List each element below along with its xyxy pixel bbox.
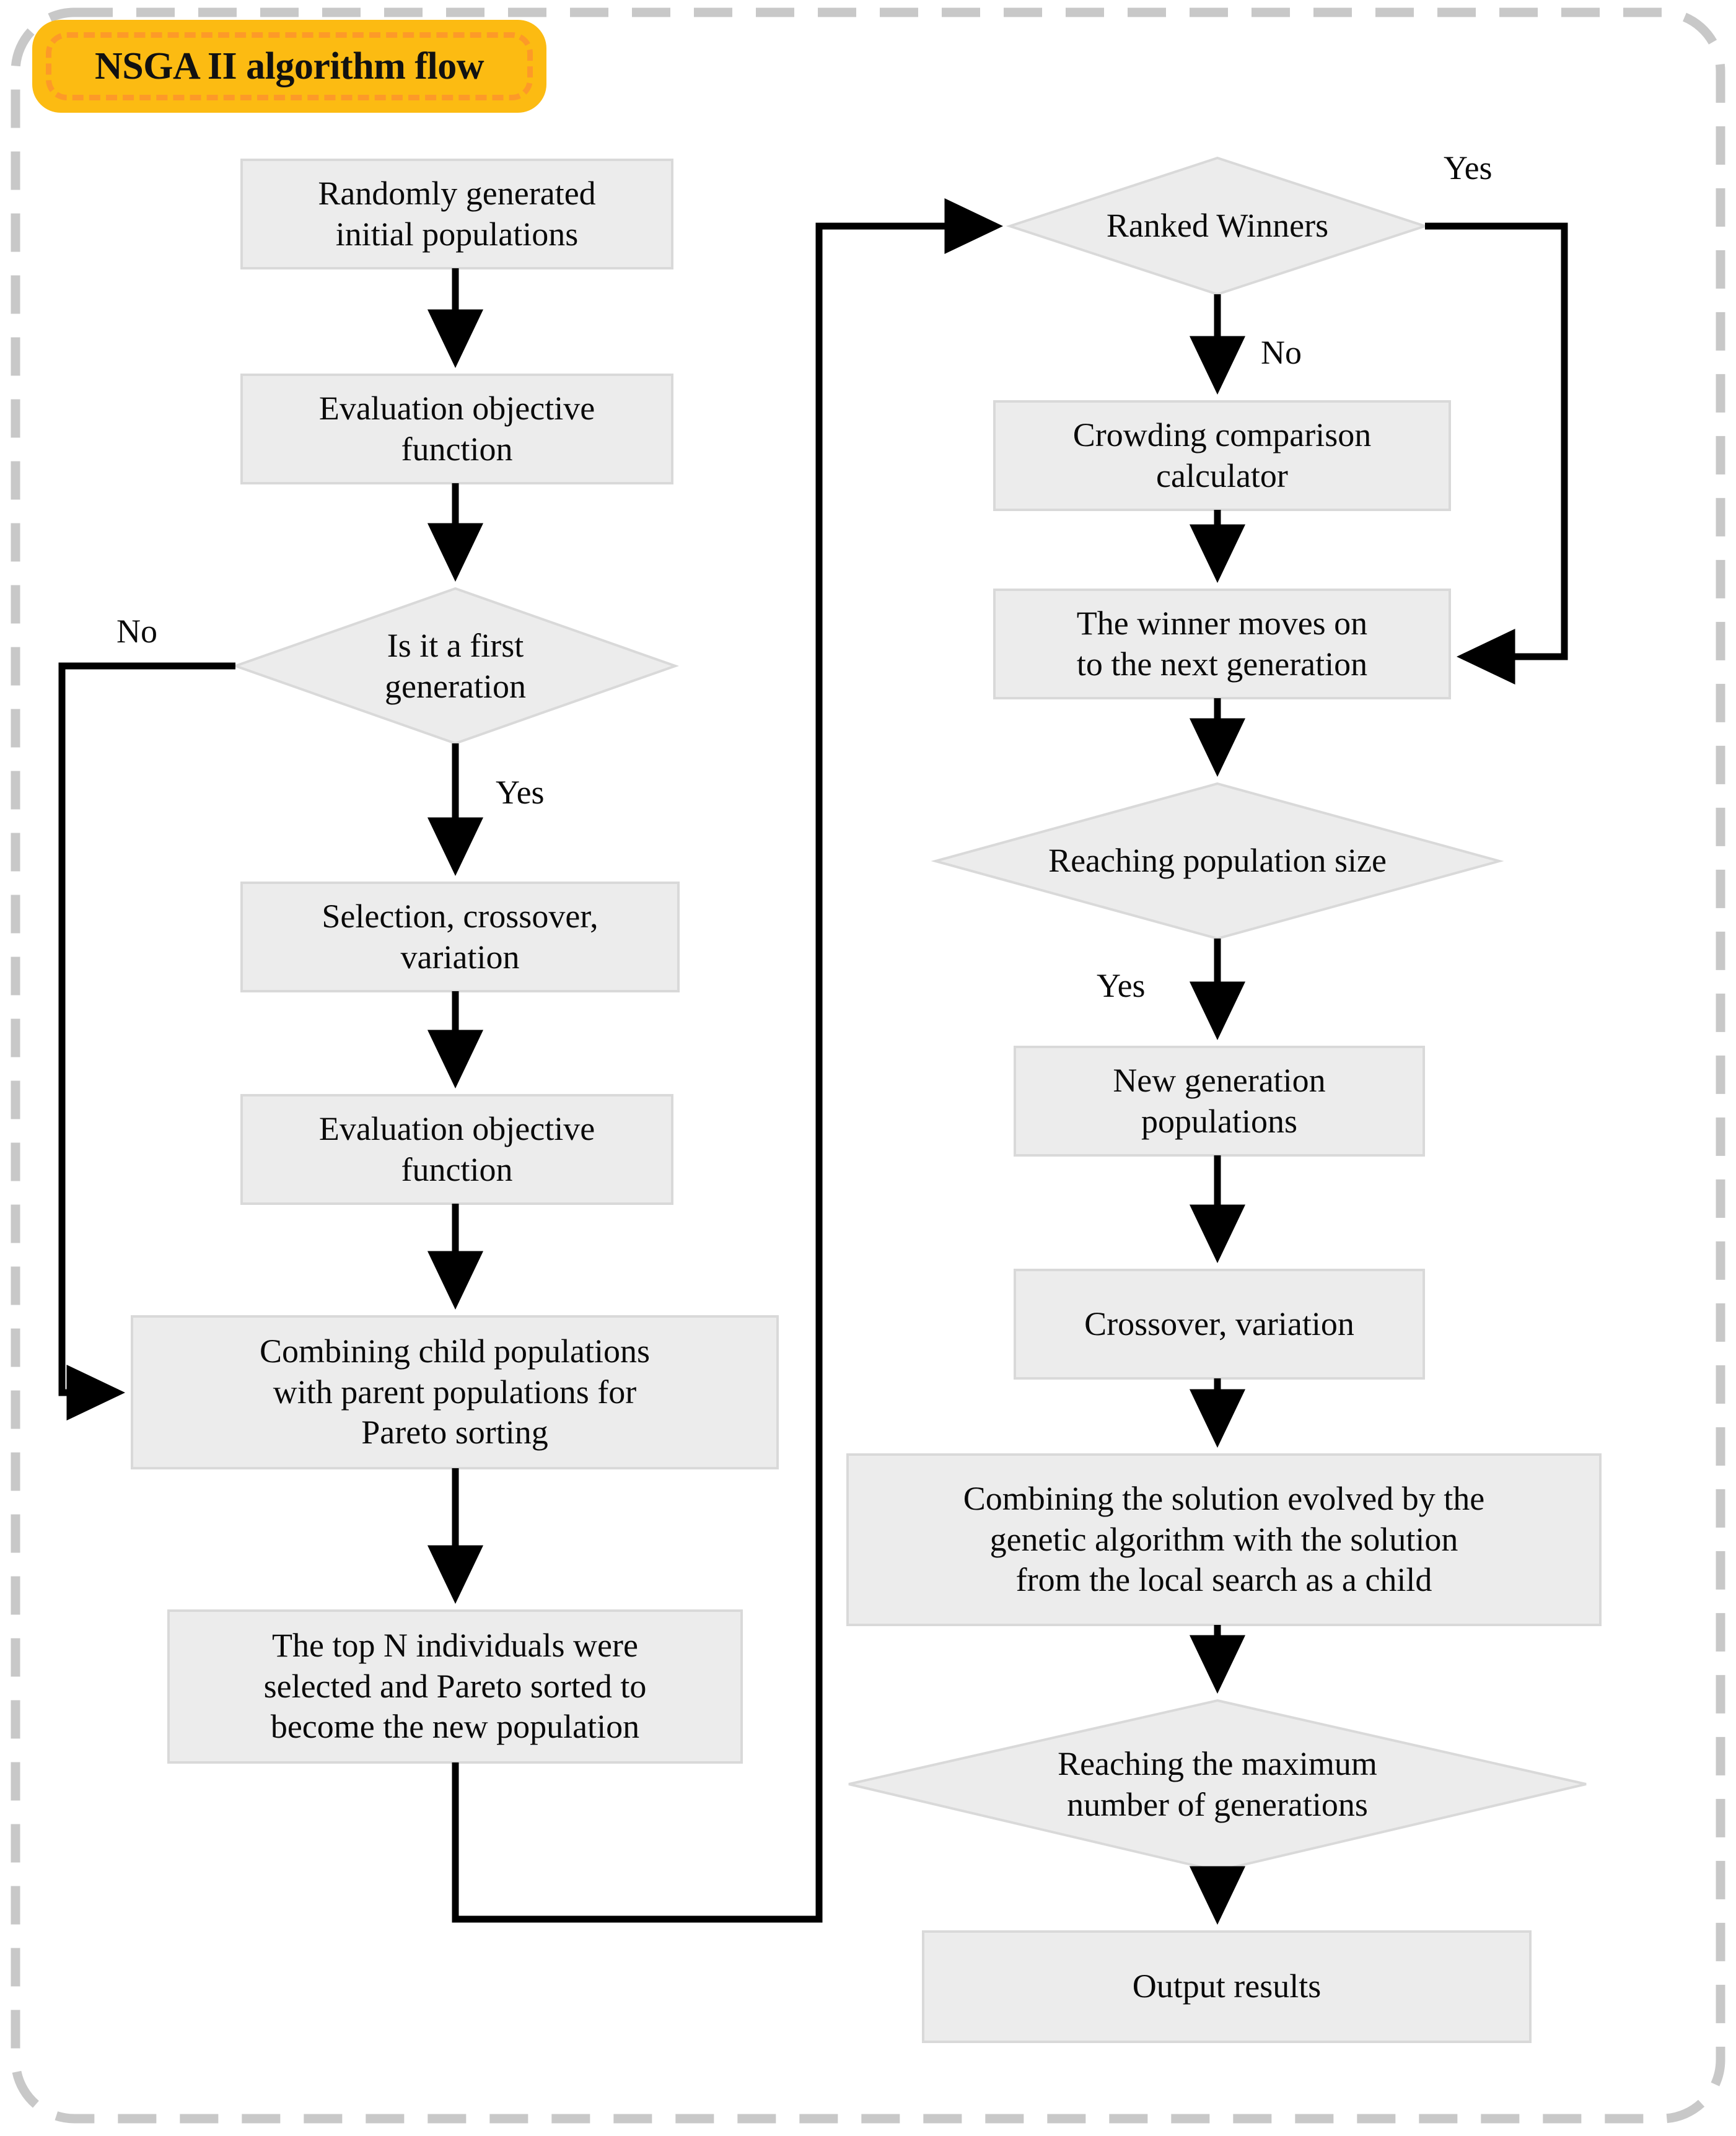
node-n11-shape xyxy=(931,782,1504,940)
node-n4-shape xyxy=(240,882,680,992)
title-badge-dashed-border xyxy=(46,32,533,100)
page-title: NSGA II algorithm flow xyxy=(95,45,484,87)
node-n6-shape xyxy=(131,1315,779,1469)
node-n10-shape xyxy=(993,589,1451,699)
node-n5-shape xyxy=(240,1094,673,1205)
node-n1-shape xyxy=(240,159,673,269)
node-n12-shape xyxy=(1014,1046,1425,1157)
outer-frame xyxy=(11,7,1725,2124)
node-n14-shape xyxy=(846,1453,1602,1626)
title-badge: NSGA II algorithm flow xyxy=(32,20,546,113)
node-n9-shape xyxy=(993,400,1451,511)
node-n2-shape xyxy=(240,374,673,484)
node-n16-shape xyxy=(922,1930,1532,2043)
edge-label-no-ranked-winners: No xyxy=(1261,334,1302,371)
edge-n8-n10-yes xyxy=(1425,222,1568,685)
node-n8-shape xyxy=(1006,156,1429,296)
edge-n7-n8 xyxy=(452,198,1004,1923)
edge-label-no-first-generation: No xyxy=(116,613,157,650)
edge-label-yes-population-size: Yes xyxy=(1097,967,1146,1004)
edge-label-yes-ranked-winners: Yes xyxy=(1444,149,1493,186)
node-n13-shape xyxy=(1014,1269,1425,1380)
node-n7-shape xyxy=(167,1609,743,1764)
edge-n3-n6-no xyxy=(58,662,235,1421)
edge-label-yes-first-generation: Yes xyxy=(496,774,545,811)
node-n15-shape xyxy=(848,1699,1587,1873)
node-n3-shape xyxy=(231,587,680,745)
